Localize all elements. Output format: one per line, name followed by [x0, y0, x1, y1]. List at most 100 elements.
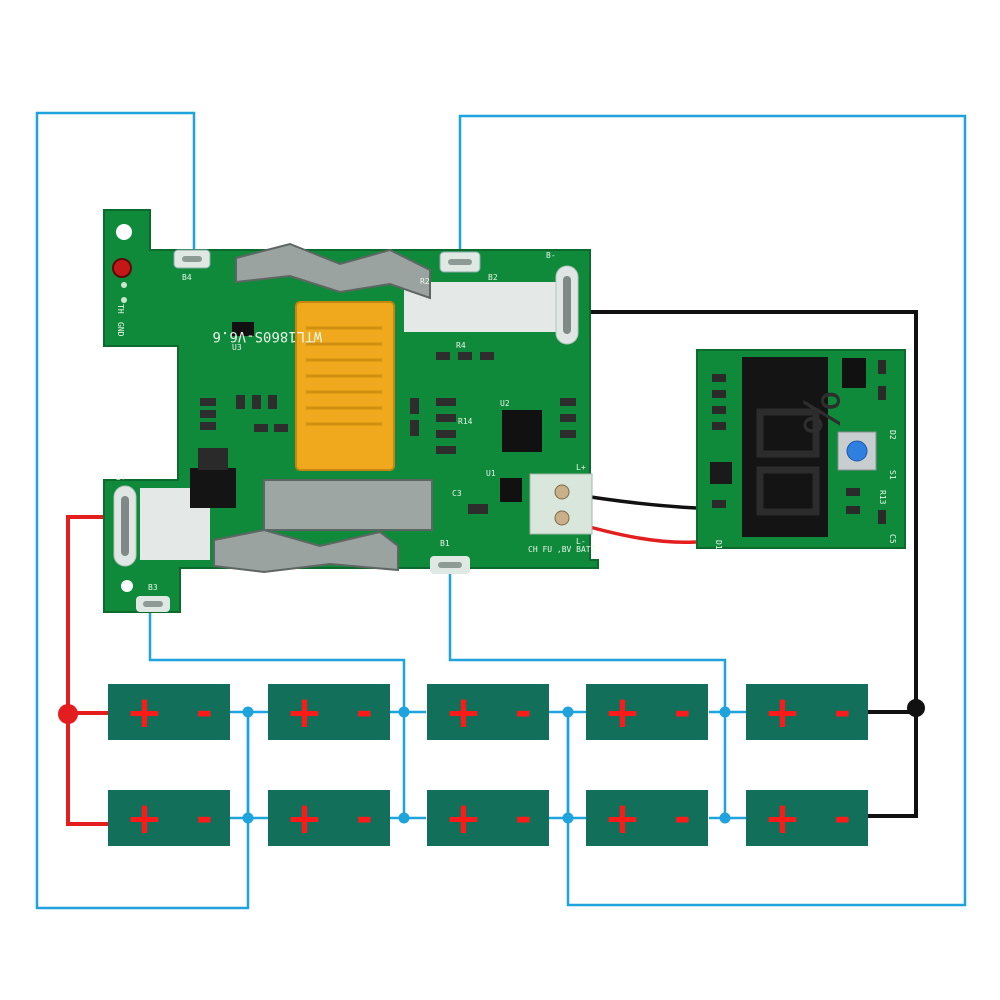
battery-cell: +-: [108, 790, 230, 846]
battery-minus-terminal: -: [356, 689, 373, 735]
battery-plus-terminal: +: [445, 687, 482, 738]
positive-junction-dot: [58, 704, 78, 724]
bus-strip-bottom: [213, 528, 399, 574]
battery-minus-terminal: -: [356, 795, 373, 841]
smd-part: [560, 398, 576, 406]
u2-label: U2: [500, 399, 510, 408]
gnd-label: GND: [116, 322, 125, 337]
mosfet-chip: [190, 468, 236, 508]
battery-minus-terminal: -: [674, 689, 691, 735]
smd-part: [480, 352, 494, 360]
battery-cell-body: [268, 790, 390, 846]
mosfet-tab: [198, 448, 228, 470]
smd-part: [274, 424, 288, 432]
battery-cell-body: [108, 684, 230, 740]
battery-cell: +-: [746, 684, 868, 740]
b1-balance-wire: [448, 564, 727, 712]
smd-part: [410, 420, 419, 436]
smd-components: [200, 352, 576, 514]
smd-part: [878, 386, 886, 400]
controller-ic-u2: [502, 410, 542, 452]
bus-strip-middle: [263, 479, 433, 531]
digit-outline: [756, 408, 820, 458]
u3-label: U3: [232, 343, 242, 352]
negative-junction-dot: [907, 699, 925, 717]
battery-cell-body: [108, 790, 230, 846]
bminus-slot: [563, 276, 571, 334]
b2-pad-inner: [448, 259, 472, 265]
battery-cell-body: [586, 684, 708, 740]
pad-legend-label: CH FU ,BV BATT: [528, 545, 596, 554]
r2-label: R2: [420, 277, 430, 286]
b3-label: B3: [148, 583, 158, 592]
b3-pad-inner: [143, 601, 163, 607]
battery-cell: +-: [427, 684, 549, 740]
display-smd-parts: [712, 360, 886, 524]
battery-plus-terminal: +: [604, 793, 641, 844]
junction-dot: [242, 812, 254, 824]
smd-part: [878, 510, 886, 524]
led-plus-pad: [554, 484, 570, 500]
smd-part: [200, 398, 216, 406]
smd-part: [878, 360, 886, 374]
smd-part: [200, 422, 216, 430]
battery-minus-terminal: -: [834, 689, 851, 735]
b4-label: B4: [182, 273, 192, 282]
smd-part: [468, 504, 488, 514]
u1-label: U1: [486, 469, 496, 478]
smd-part: [410, 398, 419, 414]
battery-plus-terminal: +: [764, 793, 801, 844]
battery-plus-terminal: +: [286, 793, 323, 844]
b4-pad-inner: [182, 256, 202, 262]
battery-cell-body: [268, 684, 390, 740]
junction-dot: [398, 706, 410, 718]
smd-part: [712, 422, 726, 430]
b2-label: B2: [488, 273, 498, 282]
battery-minus-terminal: -: [196, 689, 213, 735]
smd-part: [712, 406, 726, 414]
smd-part: [458, 352, 472, 360]
mounting-hole: [121, 580, 133, 592]
battery-minus-terminal: -: [515, 795, 532, 841]
b4-balance-wire: [35, 111, 250, 910]
junction-dot: [719, 812, 731, 824]
small-ic-u1: [500, 478, 522, 502]
display-s1-label: S1: [888, 470, 897, 480]
display-diode: [710, 462, 732, 484]
battery-minus-terminal: -: [515, 689, 532, 735]
smd-part: [252, 395, 261, 409]
via-dot: [121, 297, 127, 303]
bminus-label: B-: [546, 251, 556, 260]
smd-part: [200, 410, 216, 418]
b1-pad-inner: [438, 562, 462, 568]
smd-part: [846, 506, 860, 514]
smd-part: [712, 390, 726, 398]
junction-dot: [242, 706, 254, 718]
battery-plus-terminal: +: [126, 793, 163, 844]
battery-cell-body: [746, 684, 868, 740]
r4-label: R4: [456, 341, 466, 350]
led-display-module: % D1 S1 D2 R13 C5: [696, 349, 906, 550]
battery-plus-terminal: +: [604, 687, 641, 738]
smd-part: [436, 352, 450, 360]
junction-dots: [242, 706, 731, 824]
display-test-button[interactable]: [846, 440, 868, 462]
battery-cell: +-: [586, 790, 708, 846]
segment-digit-2: [756, 466, 820, 516]
battery-plus-terminal: +: [286, 687, 323, 738]
smd-part: [268, 395, 277, 409]
battery-cell: +-: [746, 790, 868, 846]
battery-minus-terminal: -: [674, 795, 691, 841]
b2-balance-wire: [458, 114, 967, 907]
smd-part: [236, 395, 245, 409]
battery-minus-terminal: -: [834, 795, 851, 841]
display-d1-label: D1: [714, 540, 723, 550]
battery-plus-terminal: +: [764, 687, 801, 738]
board-model-label: WTL1860S-V6.6: [212, 328, 322, 344]
r14-label: R14: [458, 417, 473, 426]
bus-strip-top: [235, 242, 431, 300]
digit-outline: [756, 466, 820, 516]
thermistor: [112, 258, 132, 278]
smd-part: [712, 374, 726, 382]
c3-label: C3: [452, 489, 462, 498]
